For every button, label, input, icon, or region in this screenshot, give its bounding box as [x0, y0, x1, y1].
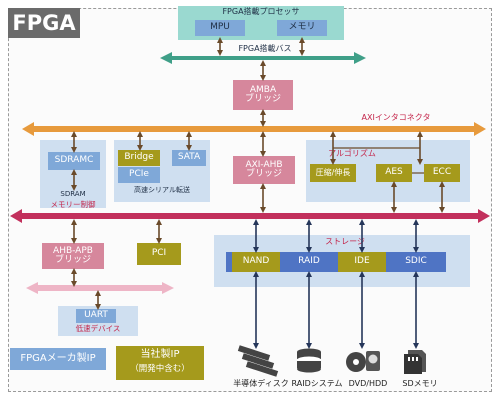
mpu-box: MPU	[195, 20, 245, 36]
fpga-bus	[160, 52, 366, 64]
raid-box: RAID	[298, 256, 320, 267]
sd-card-icon	[404, 350, 426, 374]
nand-box: NAND	[232, 252, 280, 272]
sata-box: SATA	[172, 150, 206, 166]
main-bus	[10, 209, 490, 223]
ecc-box: ECC	[424, 164, 460, 182]
pci-box: PCI	[137, 243, 181, 265]
fpga-title: FPGA	[8, 8, 80, 38]
legend-vendor-ip: FPGAメーカ製IP	[10, 348, 106, 370]
bridge-box: Bridge	[118, 150, 160, 166]
fpga-bus-label: FPGA搭載バス	[238, 44, 292, 54]
ahb-apb-bridge: AHB-APB ブリッジ	[42, 243, 104, 269]
memory-control-label: メモリー制御	[50, 199, 96, 209]
sdram-label: SDRAM	[60, 189, 86, 198]
apb-bus	[26, 282, 174, 294]
axi-ahb-bridge: AXI-AHB ブリッジ	[233, 156, 295, 184]
device-ssd-label: 半導体ディスク	[233, 378, 289, 388]
uart-box: UART	[76, 309, 116, 323]
legend-own-ip	[116, 346, 204, 380]
memory-box: メモリ	[277, 20, 327, 36]
legend-own-ip-line1: 当社製IP	[140, 348, 180, 360]
compress-box: 圧縮/伸長	[310, 164, 356, 182]
storage-bar	[226, 252, 446, 272]
low-speed-label: 低速デバイス	[75, 324, 121, 334]
algorithm-label: アルゴリズム	[328, 148, 376, 158]
sdramc-box: SDRAMC	[48, 152, 100, 170]
amba-bridge: AMBA ブリッジ	[233, 80, 293, 110]
storage-label: ストレージ	[325, 236, 365, 246]
disc-icon	[346, 351, 380, 372]
pcie-box: PCIe	[118, 167, 160, 183]
serial-label: 高速シリアル転送	[134, 186, 190, 195]
device-dvd-label: DVD/HDD	[348, 378, 388, 388]
legend-own-ip-line2: （開発中含む）	[130, 364, 190, 375]
axi-interconnect-bus	[22, 122, 486, 136]
ssd-icon	[237, 345, 279, 377]
axi-interconnect-label: AXIインタコネクタ	[361, 113, 431, 123]
processor-label: FPGA搭載プロセッサ	[222, 7, 300, 17]
sdic-box: SDIC	[405, 256, 427, 267]
ide-box: IDE	[338, 252, 386, 272]
database-icon	[297, 348, 321, 373]
device-raid-label: RAIDシステム	[291, 378, 343, 388]
aes-box: AES	[376, 164, 412, 182]
device-sd-label: SDメモリ	[402, 378, 438, 388]
